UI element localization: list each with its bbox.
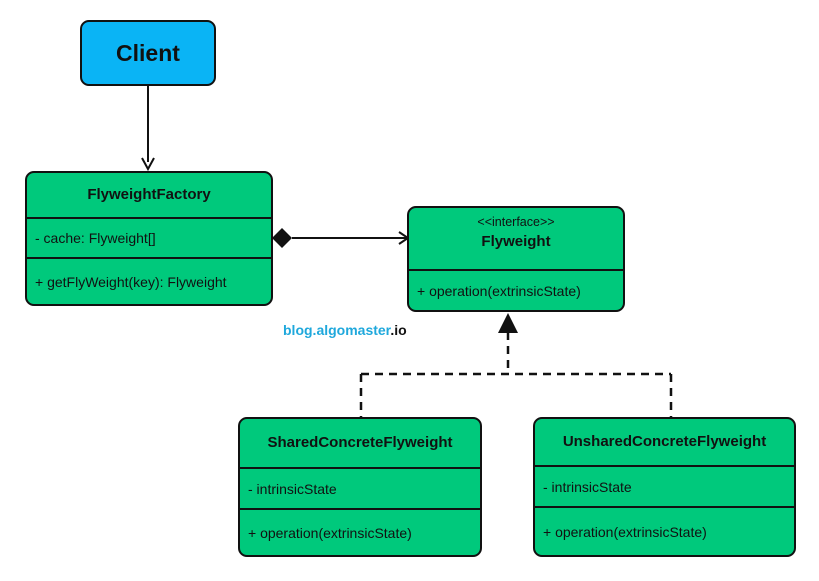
shared-concrete-flyweight-class[interactable]: SharedConcreteFlyweight - intrinsicState…	[238, 417, 482, 557]
flyweight-title: Flyweight	[481, 233, 551, 250]
factory-title: FlyweightFactory	[87, 186, 211, 203]
client-box[interactable]: Client	[80, 20, 216, 86]
realization-lines	[359, 332, 673, 417]
unshared-attribute: - intrinsicState	[535, 465, 794, 506]
composition-diamond	[272, 228, 292, 248]
flyweight-interface-class[interactable]: <<interface>> Flyweight + operation(extr…	[407, 206, 625, 312]
flyweight-header: <<interface>> Flyweight	[409, 208, 623, 269]
watermark: blog.algomaster.io	[283, 322, 407, 338]
flyweight-factory-class[interactable]: FlyweightFactory - cache: Flyweight[] + …	[25, 171, 273, 306]
unshared-method: + operation(extrinsicState)	[535, 506, 794, 555]
realization-arrowhead	[498, 313, 518, 333]
watermark-prefix: blog.	[283, 322, 317, 338]
watermark-suffix: .io	[390, 322, 407, 338]
watermark-brand: algomaster	[316, 322, 391, 338]
client-label: Client	[116, 39, 180, 66]
unshared-title: UnsharedConcreteFlyweight	[562, 433, 767, 450]
factory-attribute: - cache: Flyweight[]	[27, 217, 271, 257]
flyweight-method: + operation(extrinsicState)	[409, 269, 623, 310]
shared-title: SharedConcreteFlyweight	[267, 434, 453, 451]
unshared-concrete-flyweight-class[interactable]: UnsharedConcreteFlyweight - intrinsicSta…	[533, 417, 796, 557]
shared-method: + operation(extrinsicState)	[240, 508, 480, 555]
factory-method: + getFlyWeight(key): Flyweight	[27, 257, 271, 304]
client-to-factory-arrowhead	[141, 157, 155, 172]
flyweight-stereotype: <<interface>>	[477, 215, 555, 229]
shared-attribute: - intrinsicState	[240, 467, 480, 508]
